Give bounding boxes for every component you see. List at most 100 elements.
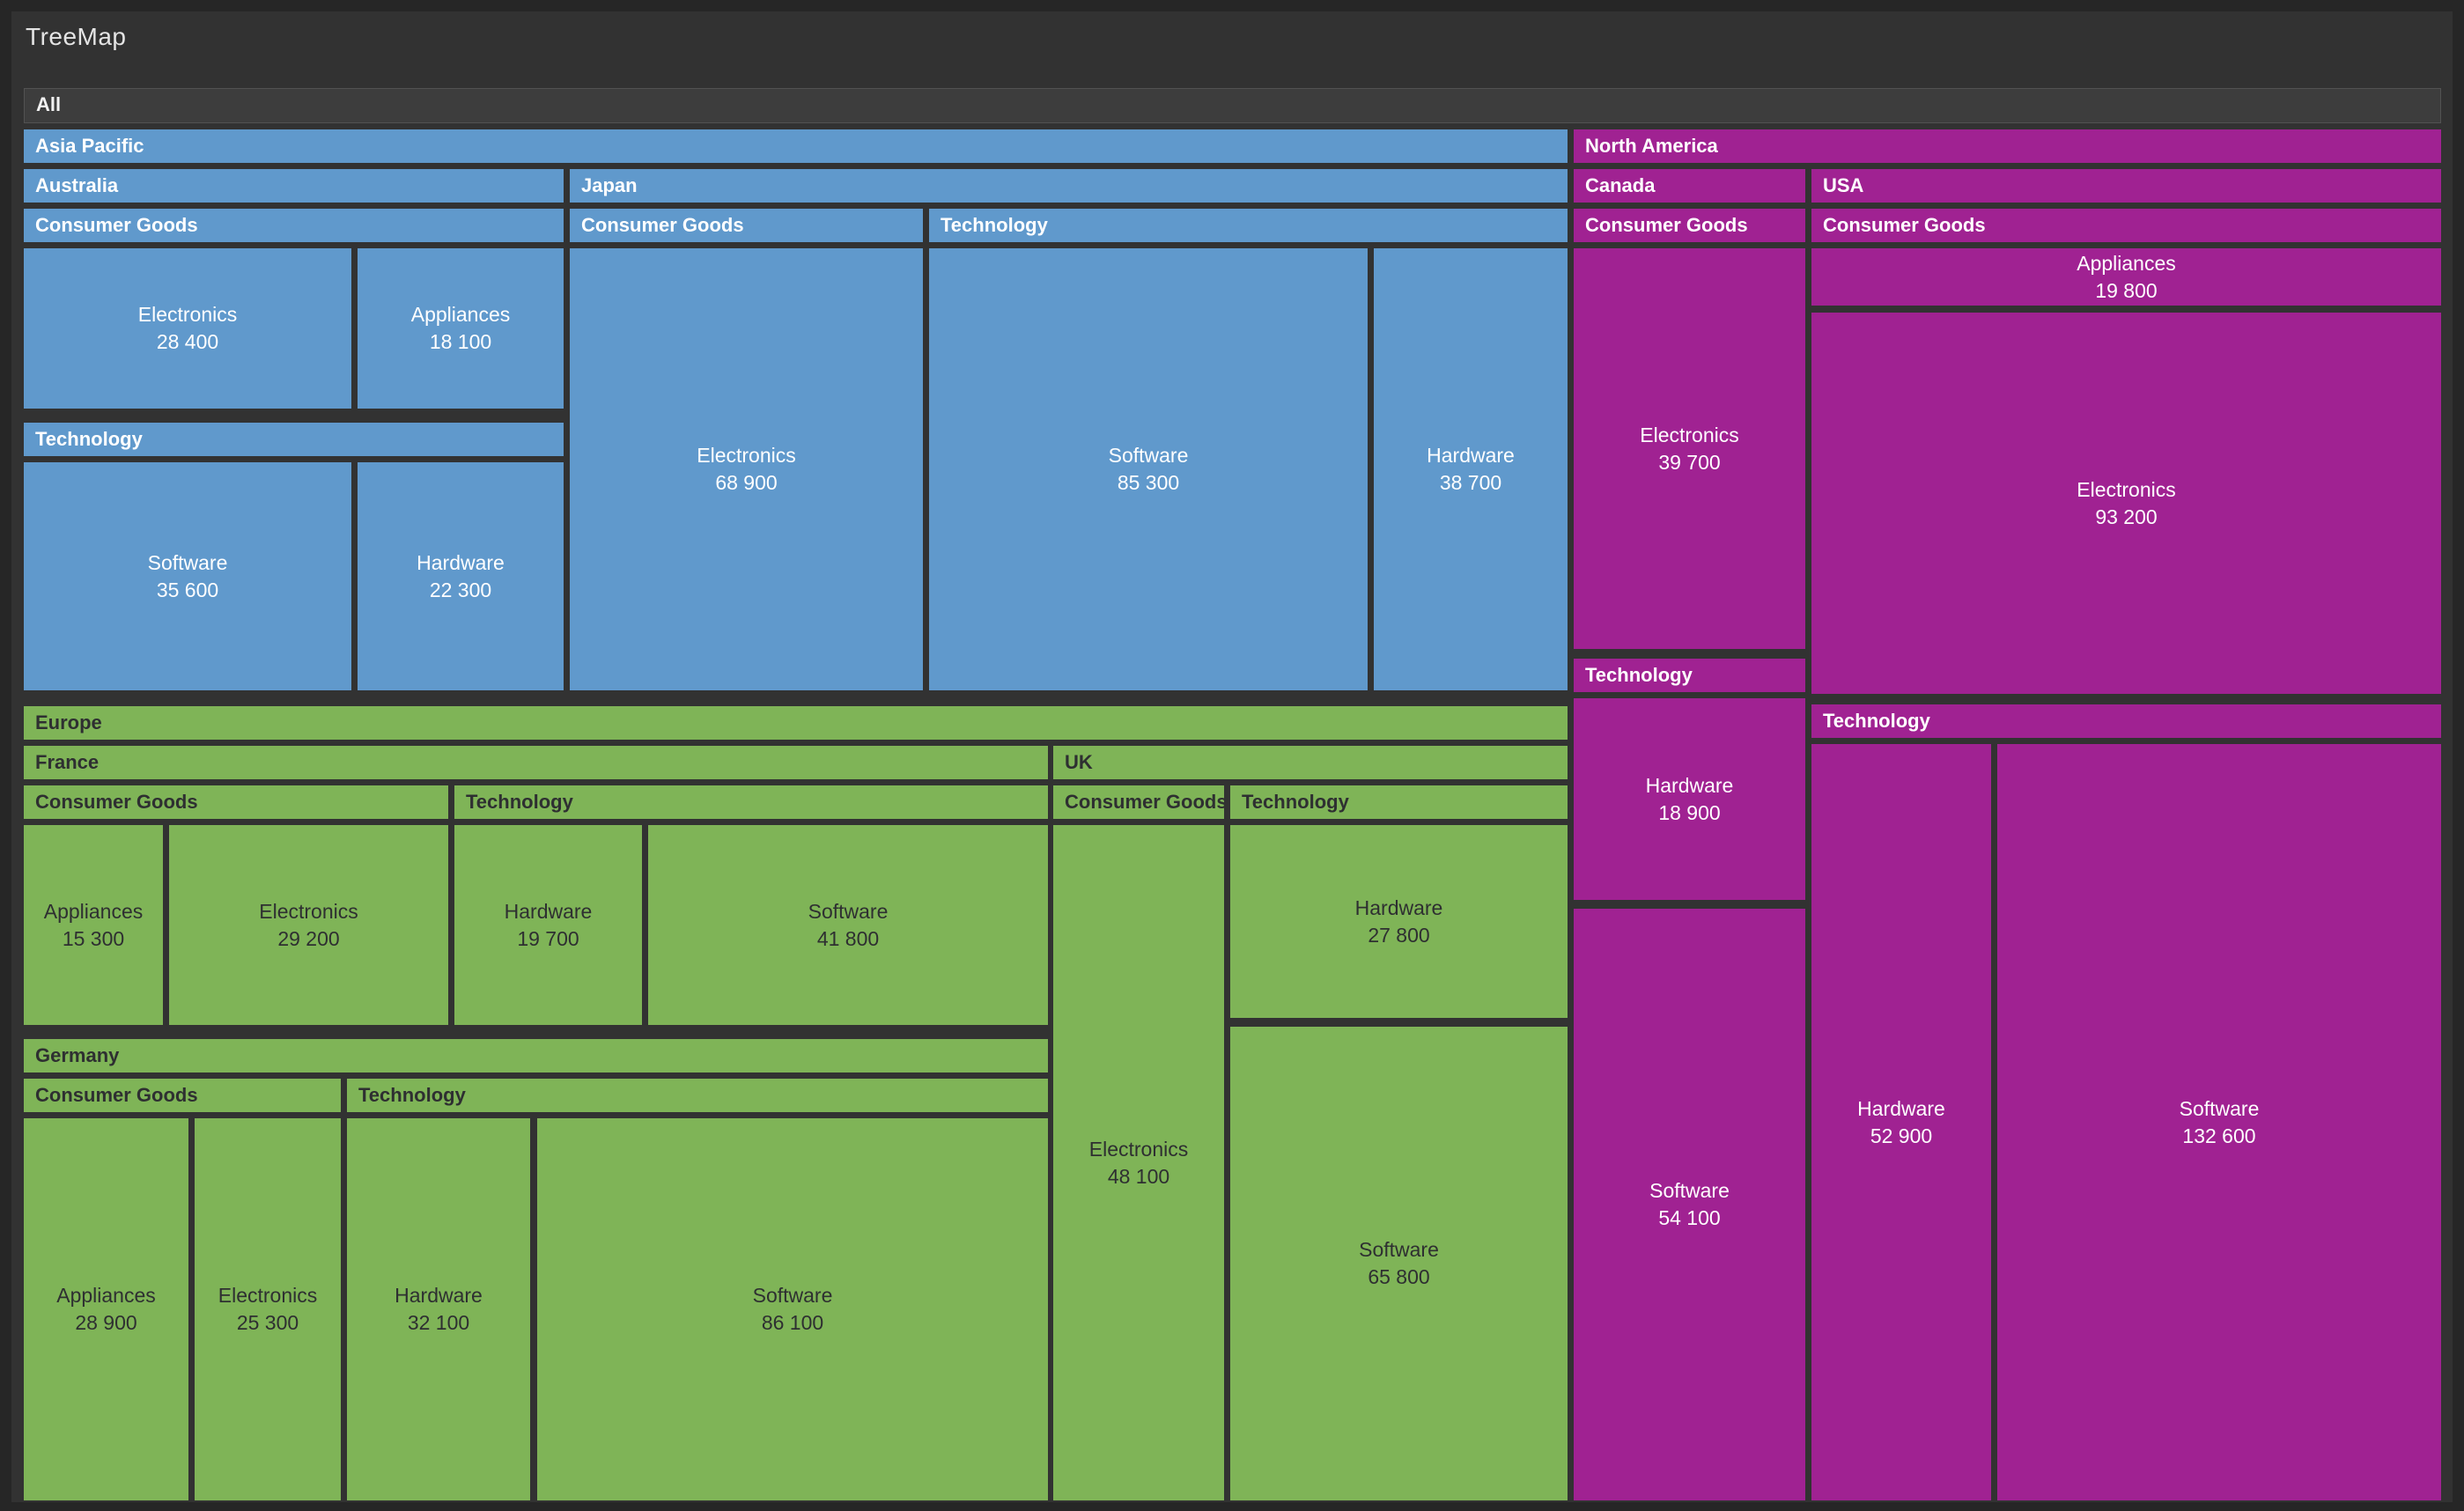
cell-label: Software xyxy=(1359,1238,1439,1261)
category-header-japan-technology[interactable]: Technology xyxy=(929,209,1568,242)
cell-germany-electronics[interactable]: Electronics 25 300 xyxy=(195,1118,341,1500)
cell-label: Appliances xyxy=(2077,251,2176,275)
cell-value: 52 900 xyxy=(1870,1124,1933,1147)
cell-label: Hardware xyxy=(417,550,505,574)
cell-australia-appliances[interactable]: Appliances 18 100 xyxy=(358,248,564,409)
cell-usa-hardware[interactable]: Hardware 52 900 xyxy=(1811,744,1991,1500)
cell-value: 29 200 xyxy=(277,926,340,950)
cell-value: 18 100 xyxy=(429,330,492,353)
cell-label: Appliances xyxy=(56,1284,156,1307)
cell-australia-electronics[interactable]: Electronics 28 400 xyxy=(24,248,351,409)
cell-label: Software xyxy=(1649,1179,1730,1202)
cell-label: Electronics xyxy=(697,444,796,467)
cell-france-software[interactable]: Software 41 800 xyxy=(648,825,1048,1025)
cell-france-appliances[interactable]: Appliances 15 300 xyxy=(24,825,163,1025)
cell-value: 39 700 xyxy=(1658,450,1721,474)
country-header-france[interactable]: France xyxy=(24,746,1048,779)
cell-label: Appliances xyxy=(410,303,511,326)
cell-label: Electronics xyxy=(1640,423,1739,446)
cell-label: Electronics xyxy=(218,1284,318,1307)
cell-label: Electronics xyxy=(137,303,238,326)
cell-label: Hardware xyxy=(1857,1096,1945,1120)
cell-label: Hardware xyxy=(1645,773,1734,797)
country-header-canada[interactable]: Canada xyxy=(1574,169,1805,203)
category-header-france-consumer-goods[interactable]: Consumer Goods xyxy=(24,785,448,819)
cell-value: 38 700 xyxy=(1439,471,1502,494)
cell-value: 54 100 xyxy=(1658,1206,1721,1229)
cell-value: 85 300 xyxy=(1117,471,1180,494)
cell-canada-hardware[interactable]: Hardware 18 900 xyxy=(1574,698,1805,900)
cell-value: 18 900 xyxy=(1658,800,1721,824)
cell-germany-software[interactable]: Software 86 100 xyxy=(537,1118,1048,1500)
cell-label: Software xyxy=(1108,444,1189,467)
cell-value: 65 800 xyxy=(1368,1265,1430,1288)
cell-label: Software xyxy=(752,1284,833,1307)
cell-label: Appliances xyxy=(43,899,144,923)
cell-uk-hardware[interactable]: Hardware 27 800 xyxy=(1230,825,1568,1018)
cell-value: 48 100 xyxy=(1107,1164,1170,1188)
category-header-usa-consumer-goods[interactable]: Consumer Goods xyxy=(1811,209,2441,242)
cell-japan-software[interactable]: Software 85 300 xyxy=(929,248,1368,690)
category-header-australia-consumer-goods[interactable]: Consumer Goods xyxy=(24,209,564,242)
cell-france-electronics[interactable]: Electronics 29 200 xyxy=(169,825,448,1025)
category-header-uk-technology[interactable]: Technology xyxy=(1230,785,1568,819)
country-header-usa[interactable]: USA xyxy=(1811,169,2441,203)
page-title: TreeMap xyxy=(26,23,127,50)
cell-label: Hardware xyxy=(395,1284,483,1307)
country-header-uk[interactable]: UK xyxy=(1053,746,1568,779)
region-header-north-america[interactable]: North America xyxy=(1574,129,2441,163)
cell-label: Electronics xyxy=(2077,477,2176,501)
cell-label: Electronics xyxy=(1088,1137,1189,1161)
category-header-germany-consumer-goods[interactable]: Consumer Goods xyxy=(24,1079,341,1112)
cell-label: Hardware xyxy=(504,899,593,923)
treemap-node-all[interactable]: All xyxy=(24,88,2441,123)
cell-value: 22 300 xyxy=(429,578,492,601)
category-header-germany-technology[interactable]: Technology xyxy=(347,1079,1048,1112)
cell-value: 93 200 xyxy=(2095,505,2158,528)
cell-germany-appliances[interactable]: Appliances 28 900 xyxy=(24,1118,188,1500)
cell-canada-software[interactable]: Software 54 100 xyxy=(1574,909,1805,1500)
category-header-canada-technology[interactable]: Technology xyxy=(1574,659,1805,692)
cell-value: 32 100 xyxy=(407,1311,470,1334)
cell-germany-hardware[interactable]: Hardware 32 100 xyxy=(347,1118,530,1500)
cell-value: 28 900 xyxy=(75,1311,137,1334)
category-header-canada-consumer-goods[interactable]: Consumer Goods xyxy=(1574,209,1805,242)
cell-value: 25 300 xyxy=(236,1311,299,1334)
country-header-germany[interactable]: Germany xyxy=(24,1039,1048,1072)
cell-value: 35 600 xyxy=(156,578,219,601)
cell-usa-software[interactable]: Software 132 600 xyxy=(1997,744,2441,1500)
cell-usa-appliances[interactable]: Appliances 19 800 xyxy=(1811,248,2441,306)
cell-value: 27 800 xyxy=(1368,923,1430,947)
cell-value: 15 300 xyxy=(62,926,125,950)
region-header-asia-pacific[interactable]: Asia Pacific xyxy=(24,129,1568,163)
cell-value: 68 900 xyxy=(715,471,778,494)
cell-value: 41 800 xyxy=(816,926,880,950)
category-header-france-technology[interactable]: Technology xyxy=(454,785,1048,819)
cell-label: Hardware xyxy=(1354,896,1443,919)
cell-uk-software[interactable]: Software 65 800 xyxy=(1230,1027,1568,1500)
cell-canada-electronics[interactable]: Electronics 39 700 xyxy=(1574,248,1805,649)
cell-usa-electronics[interactable]: Electronics 93 200 xyxy=(1811,313,2441,694)
cell-japan-electronics[interactable]: Electronics 68 900 xyxy=(570,248,923,690)
cell-label: Hardware xyxy=(1427,444,1515,467)
category-header-uk-consumer-goods[interactable]: Consumer Goods xyxy=(1053,785,1224,819)
cell-value: 19 700 xyxy=(517,926,579,950)
category-header-japan-consumer-goods[interactable]: Consumer Goods xyxy=(570,209,923,242)
cell-value: 28 400 xyxy=(156,330,219,353)
country-header-australia[interactable]: Australia xyxy=(24,169,564,203)
cell-france-hardware[interactable]: Hardware 19 700 xyxy=(454,825,642,1025)
category-header-usa-technology[interactable]: Technology xyxy=(1811,704,2441,738)
country-header-japan[interactable]: Japan xyxy=(570,169,1568,203)
cell-value: 86 100 xyxy=(761,1311,824,1334)
cell-australia-hardware[interactable]: Hardware 22 300 xyxy=(358,462,564,690)
region-header-europe[interactable]: Europe xyxy=(24,706,1568,740)
cell-japan-hardware[interactable]: Hardware 38 700 xyxy=(1374,248,1568,690)
cell-label: Software xyxy=(808,899,889,923)
cell-uk-electronics[interactable]: Electronics 48 100 xyxy=(1053,825,1224,1500)
category-header-australia-technology[interactable]: Technology xyxy=(24,423,564,456)
cell-value: 19 800 xyxy=(2095,278,2158,302)
cell-australia-software[interactable]: Software 35 600 xyxy=(24,462,351,690)
cell-label: Software xyxy=(147,550,228,574)
cell-label: Software xyxy=(2179,1096,2260,1120)
